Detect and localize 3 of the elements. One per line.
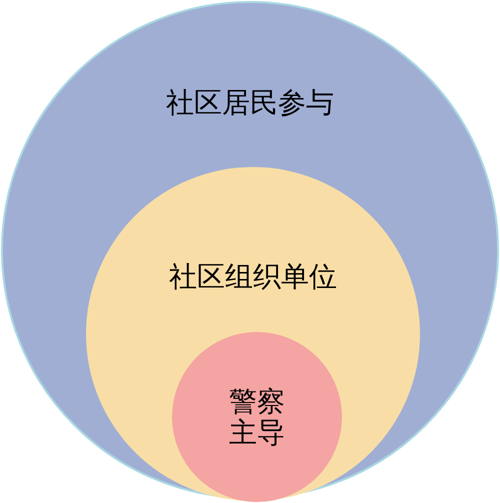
circle-label: 警察主导 [229,388,285,450]
circle-label: 社区居民参与 [166,87,334,121]
circle-label: 社区组织单位 [169,261,337,295]
